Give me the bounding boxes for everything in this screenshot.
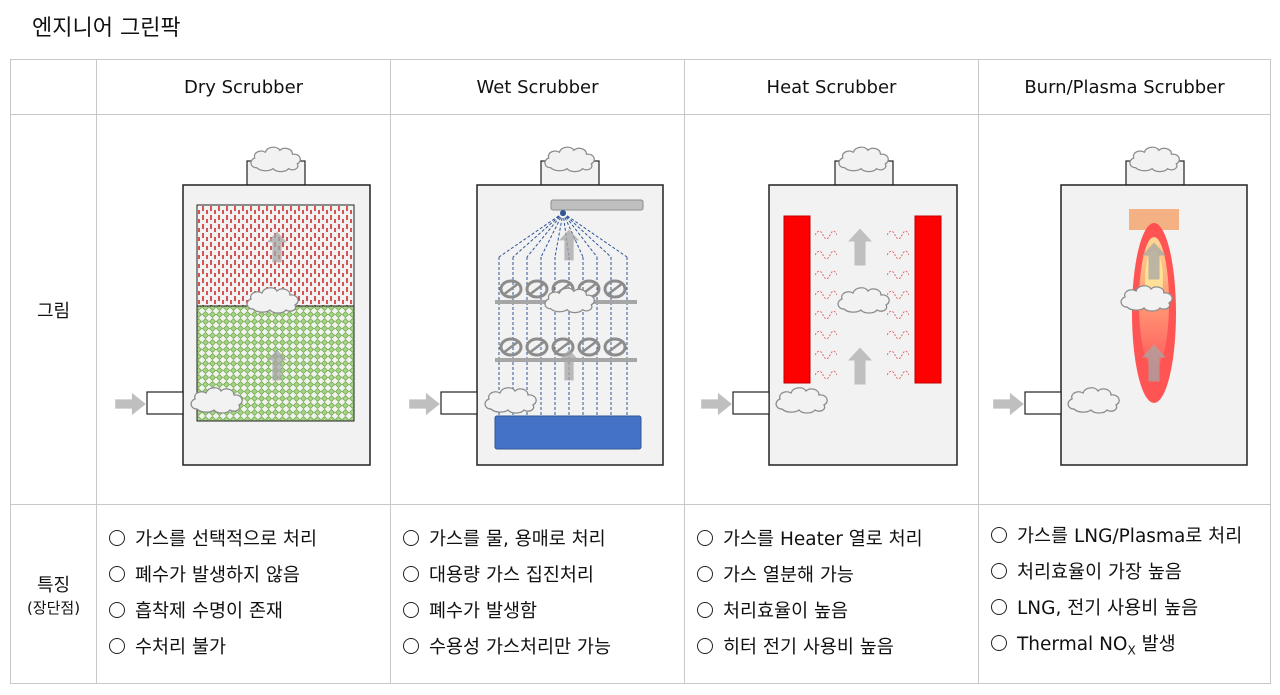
circle-bullet-icon — [109, 638, 125, 654]
heat-inlet-pipe — [732, 391, 770, 415]
circle-bullet-icon — [403, 602, 419, 618]
heat-heater-left — [783, 215, 811, 384]
circle-bullet-icon — [697, 638, 713, 654]
list-item: 처리효율이 높음 — [697, 594, 978, 630]
features-row-label: 특징 (장단점) — [10, 504, 97, 684]
list-item: 가스를 선택적으로 처리 — [109, 522, 390, 558]
list-item: 가스 열분해 가능 — [697, 558, 978, 594]
heat-heater-right — [914, 215, 942, 384]
heat-scrubber-figure — [684, 114, 979, 505]
wet-nozzle-icon — [560, 210, 566, 216]
header-heat-scrubber: Heat Scrubber — [684, 59, 979, 115]
heat-outlet-cloud-icon — [838, 146, 890, 173]
list-item: 폐수가 발생하지 않음 — [109, 558, 390, 594]
header-dry-scrubber: Dry Scrubber — [96, 59, 391, 115]
burn-outlet-cloud-icon — [1129, 146, 1181, 173]
wet-features-list: 가스를 물, 용매로 처리 대용량 가스 집진처리 폐수가 발생함 수용성 가스… — [391, 522, 684, 666]
list-item: 가스를 물, 용매로 처리 — [403, 522, 684, 558]
features-row: 특징 (장단점) 가스를 선택적으로 처리 폐수가 발생하지 않음 흡착제 수명… — [10, 504, 1271, 684]
wet-scrubber-figure — [390, 114, 685, 505]
features-label: 특징 — [36, 574, 71, 596]
wet-features-cell: 가스를 물, 용매로 처리 대용량 가스 집진처리 폐수가 발생함 수용성 가스… — [390, 504, 685, 684]
dry-inlet-pipe — [146, 391, 184, 415]
burn-burner-head — [1129, 209, 1179, 230]
features-sublabel: (장단점) — [26, 598, 81, 617]
wet-outlet-cloud-icon — [544, 146, 596, 173]
circle-bullet-icon — [403, 530, 419, 546]
wet-inlet-pipe — [440, 391, 478, 415]
dry-features-list: 가스를 선택적으로 처리 폐수가 발생하지 않음 흡착제 수명이 존재 수처리 … — [97, 522, 390, 666]
list-item: 폐수가 발생함 — [403, 594, 684, 630]
header-row: Dry Scrubber Wet Scrubber Heat Scrubber … — [10, 59, 1271, 115]
list-item: 가스를 LNG/Plasma로 처리 — [991, 519, 1270, 555]
dry-features-cell: 가스를 선택적으로 처리 폐수가 발생하지 않음 흡착제 수명이 존재 수처리 … — [96, 504, 391, 684]
circle-bullet-icon — [697, 530, 713, 546]
circle-bullet-icon — [991, 635, 1007, 652]
list-item: 수처리 불가 — [109, 630, 390, 666]
heat-features-list: 가스를 Heater 열로 처리 가스 열분해 가능 처리효율이 높음 히터 전… — [685, 522, 978, 666]
header-burn-plasma-scrubber: Burn/Plasma Scrubber — [978, 59, 1271, 115]
circle-bullet-icon — [991, 527, 1007, 544]
burn-plasma-scrubber-figure — [978, 114, 1271, 505]
circle-bullet-icon — [109, 530, 125, 546]
page-title: 엔지니어 그린팍 — [32, 16, 181, 41]
circle-bullet-icon — [109, 602, 125, 618]
burn-features-list: 가스를 LNG/Plasma로 처리 처리효율이 가장 높음 LNG, 전기 사… — [979, 519, 1270, 669]
list-item: 흡착제 수명이 존재 — [109, 594, 390, 630]
heat-inlet-arrow-icon — [701, 392, 732, 416]
circle-bullet-icon — [991, 563, 1007, 580]
circle-bullet-icon — [109, 566, 125, 582]
wet-inlet-arrow-icon — [409, 392, 440, 416]
burn-inlet-arrow-icon — [993, 392, 1024, 416]
list-item: 히터 전기 사용비 높음 — [697, 630, 978, 666]
dry-scrubber-figure — [96, 114, 391, 505]
circle-bullet-icon — [697, 602, 713, 618]
header-wet-scrubber: Wet Scrubber — [390, 59, 685, 115]
figure-row: 그림 — [10, 114, 1271, 505]
figure-row-label: 그림 — [10, 114, 97, 505]
circle-bullet-icon — [403, 566, 419, 582]
dry-outlet-cloud-icon — [250, 146, 302, 173]
circle-bullet-icon — [697, 566, 713, 582]
circle-bullet-icon — [403, 638, 419, 654]
list-item: 처리효율이 가장 높음 — [991, 555, 1270, 591]
circle-bullet-icon — [991, 599, 1007, 616]
list-item: 가스를 Heater 열로 처리 — [697, 522, 978, 558]
scrubber-comparison-table: Dry Scrubber Wet Scrubber Heat Scrubber … — [10, 59, 1271, 684]
list-item: 수용성 가스처리만 가능 — [403, 630, 684, 666]
burn-inlet-pipe — [1024, 391, 1062, 415]
heat-features-cell: 가스를 Heater 열로 처리 가스 열분해 가능 처리효율이 높음 히터 전… — [684, 504, 979, 684]
wet-water-tank — [494, 415, 642, 450]
list-item: Thermal NOX 발생 — [991, 627, 1270, 669]
corner-cell — [10, 59, 97, 115]
list-item: 대용량 가스 집진처리 — [403, 558, 684, 594]
list-item: LNG, 전기 사용비 높음 — [991, 591, 1270, 627]
burn-features-cell: 가스를 LNG/Plasma로 처리 처리효율이 가장 높음 LNG, 전기 사… — [978, 504, 1271, 684]
dry-inlet-arrow-icon — [115, 392, 146, 416]
wet-spray-bar — [550, 199, 644, 211]
